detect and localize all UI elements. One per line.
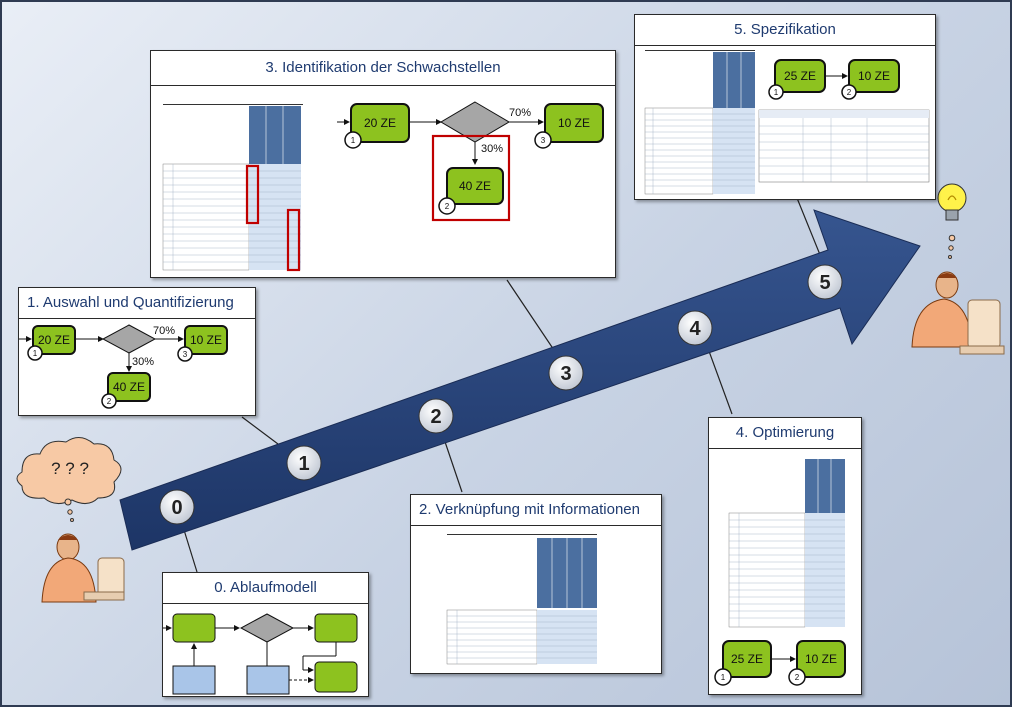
ablauf-flow-schematic (163, 613, 358, 695)
process-box-start (350, 103, 410, 143)
svg-text:0: 0 (171, 497, 182, 519)
svg-text:20 ZE: 20 ZE (364, 116, 396, 130)
svg-text:10 ZE: 10 ZE (190, 333, 222, 347)
optimized-matrix-and-flow: 25 ZE 1 10 ZE 2 (714, 459, 846, 686)
process-box-end (848, 59, 900, 93)
process-box (172, 613, 216, 643)
panel-title: 2. Verknüpfung mit Informationen (411, 495, 661, 526)
process-box-end (796, 640, 846, 678)
process-box-branch (107, 372, 151, 402)
panel-optimierung: 4. Optimierung 25 ZE 1 10 ZE 2 (708, 417, 862, 695)
panel-auswahl-quantifizierung: 1. Auswahl und Quantifizierung 20 ZE 1 7… (18, 287, 256, 416)
process-box (314, 661, 358, 693)
panel-title: 4. Optimierung (709, 418, 861, 449)
panel-verknuepfung: 2. Verknüpfung mit Informationen (410, 494, 662, 674)
svg-text:20 ZE: 20 ZE (38, 333, 70, 347)
panel-title: 5. Spezifikation (635, 15, 935, 46)
thinking-person-figure: ? ? ? (16, 437, 125, 603)
svg-text:5: 5 (819, 272, 830, 294)
svg-text:2: 2 (430, 406, 441, 428)
panel-ablaufmodell: 0. Ablaufmodell (162, 572, 369, 697)
process-box-end (544, 103, 604, 143)
svg-text:1: 1 (774, 88, 779, 97)
svg-text:25 ZE: 25 ZE (784, 69, 816, 83)
svg-text:30%: 30% (481, 143, 503, 155)
thought-bubble-text: ? ? ? (51, 459, 89, 478)
spec-table (758, 109, 930, 183)
step-marker-2: 2 (418, 398, 454, 434)
svg-text:25 ZE: 25 ZE (731, 652, 763, 666)
weakness-analysis: 20 ZE 1 70% 10 ZE 3 30% 40 ZE 2 (162, 101, 604, 272)
info-matrix-thumbnail (446, 534, 597, 665)
step-marker-5: 5 (807, 264, 843, 300)
weakness-highlight (431, 134, 511, 222)
svg-text:70%: 70% (509, 107, 531, 119)
step-marker-1: 1 (286, 445, 322, 481)
weakness-highlight (245, 164, 260, 225)
step-marker-0: 0 (159, 489, 195, 525)
flow-quantified: 20 ZE 1 70% 10 ZE 3 30% 40 ZE 2 (19, 324, 228, 409)
data-box (246, 665, 290, 695)
svg-text:40 ZE: 40 ZE (113, 380, 145, 394)
svg-text:4: 4 (689, 318, 701, 340)
step-marker-4: 4 (677, 310, 713, 346)
light-bulb-icon (937, 183, 967, 221)
svg-text:10 ZE: 10 ZE (558, 116, 590, 130)
svg-text:1: 1 (721, 673, 726, 682)
step-markers: 0 1 2 3 4 5 (159, 264, 843, 525)
svg-text:10 ZE: 10 ZE (858, 69, 890, 83)
svg-text:3: 3 (541, 136, 546, 145)
specification-thumbnail: 25 ZE 1 10 ZE 2 (644, 50, 930, 195)
decision-diamond (239, 613, 295, 643)
data-box (172, 665, 216, 695)
svg-text:40 ZE: 40 ZE (459, 179, 491, 193)
process-box-end (184, 325, 228, 355)
svg-text:2: 2 (795, 673, 800, 682)
svg-text:2: 2 (107, 397, 112, 406)
process-box-branch (446, 167, 504, 205)
step-marker-3: 3 (548, 355, 584, 391)
svg-text:3: 3 (183, 350, 188, 359)
weakness-highlight (286, 208, 301, 272)
panel-title: 3. Identifikation der Schwachstellen (151, 51, 615, 86)
svg-text:10 ZE: 10 ZE (805, 652, 837, 666)
svg-text:2: 2 (847, 88, 852, 97)
svg-text:1: 1 (33, 349, 38, 358)
svg-text:1: 1 (351, 136, 356, 145)
panel-title: 0. Ablaufmodell (163, 573, 368, 604)
svg-text:1: 1 (298, 453, 309, 475)
process-box (314, 613, 358, 643)
svg-text:2: 2 (445, 202, 450, 211)
svg-text:70%: 70% (153, 325, 175, 337)
panel-spezifikation: 5. Spezifikation 25 ZE 1 10 ZE 2 (634, 14, 936, 200)
decision-diamond (101, 324, 157, 354)
svg-text:3: 3 (560, 363, 571, 385)
idea-person-figure (911, 183, 1005, 355)
process-box-start (32, 325, 76, 355)
panel-title: 1. Auswahl und Quantifizierung (19, 288, 255, 319)
svg-text:30%: 30% (132, 356, 154, 368)
panel-identifikation-schwachstellen: 3. Identifikation der Schwachstellen (150, 50, 616, 278)
